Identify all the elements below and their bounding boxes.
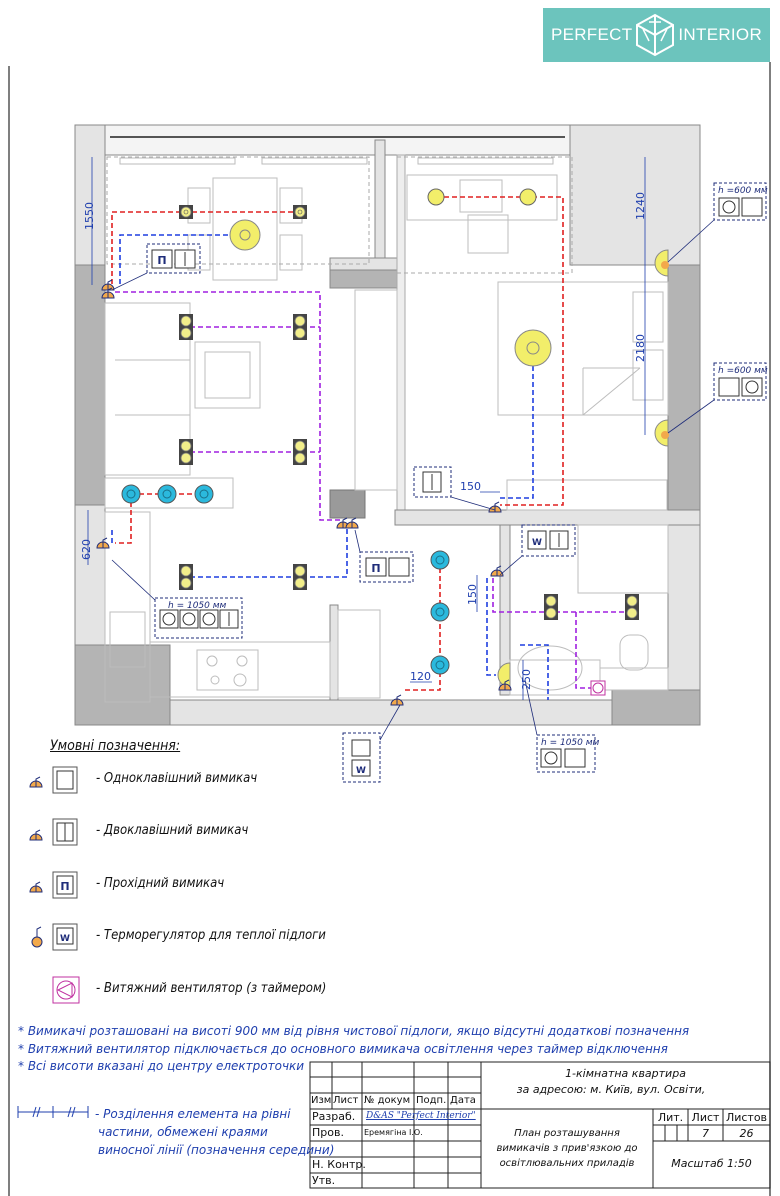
legend-thermostat: - Терморегулятор для теплої підлоги — [96, 928, 326, 943]
dimension-lines — [87, 157, 646, 700]
tb-row-label: Пров. — [312, 1126, 344, 1139]
radiators — [119, 157, 554, 165]
note-heights: * Всі висоти вказані до центру електрото… — [18, 1059, 305, 1073]
dim-120: 120 — [410, 670, 431, 683]
thermostat-icon — [31, 926, 43, 948]
brand-right: INTERIOR — [678, 25, 763, 44]
dim-150-bath: 150 — [466, 584, 479, 605]
leader-lines — [111, 219, 715, 741]
lamp-bedroom — [427, 188, 537, 206]
tb-sheet-title: План розташування вимикачів з прив'язкою… — [481, 1126, 653, 1171]
dim-150: 150 — [460, 480, 481, 493]
pass-switch-mark: П — [157, 254, 166, 267]
spot-light — [178, 204, 194, 220]
tb-header: Подп. — [416, 1095, 447, 1106]
tb-checker: Еремягіна І.О. — [364, 1128, 423, 1137]
legend-double-switch: - Двоклавішний вимикач — [96, 823, 249, 838]
dimension-labels: 1550 620 1240 2180 150 150 120 250 — [80, 192, 647, 690]
dim-2180: 2180 — [634, 334, 647, 362]
note-fan: * Витяжний вентилятор підключається до о… — [18, 1042, 668, 1056]
exhaust-fan-icon — [52, 976, 80, 1004]
light-fixtures — [121, 188, 669, 696]
chandelier-living — [229, 219, 261, 251]
pass-switch-icon — [29, 881, 43, 893]
tb-header: Лист — [333, 1095, 359, 1106]
brand-left: PERFECT — [550, 25, 633, 44]
legend-title: Умовні позначення: — [50, 738, 181, 754]
ceiling-outline — [106, 156, 573, 274]
dim-1240: 1240 — [634, 192, 647, 220]
tb-header: Изм — [311, 1095, 332, 1106]
legend-icons: П W — [29, 766, 80, 1004]
dim-620: 620 — [80, 539, 93, 560]
legend-exhaust-fan: - Витяжний вентилятор (з таймером) — [96, 981, 327, 996]
exhaust-fan-icon — [590, 680, 606, 696]
walls — [74, 124, 701, 726]
division-symbol — [17, 1106, 89, 1118]
tb-project-address: за адресою: м. Київ, вул. Освіти, — [516, 1083, 706, 1096]
pass-mark: П — [60, 880, 69, 893]
thermo-mark: W — [532, 538, 542, 548]
division-note-line: виносної лінії (позначення середини) — [98, 1143, 335, 1157]
tb-developer: D&AS "Perfect Interior" — [366, 1111, 476, 1121]
chandelier-bedroom — [514, 329, 552, 367]
tb-sheet-title-line: освітлювальних приладів — [499, 1158, 635, 1169]
tb-sheet-number: 7 — [702, 1127, 709, 1140]
note-switch-height: * Вимикачі розташовані на висоті 900 мм … — [18, 1024, 690, 1038]
brand-logo: PERFECT INTERIOR — [543, 8, 770, 62]
cube-logo-icon — [636, 13, 675, 57]
tb-scale: Масштаб 1:50 — [671, 1157, 752, 1170]
height-label: h = 1050 мм — [168, 601, 227, 611]
dim-250: 250 — [520, 669, 533, 690]
tb-sheet-title-line: вимикачів з прив'язкою до — [496, 1143, 638, 1154]
pass-switch-mark: П — [371, 562, 380, 575]
single-switch-icon — [29, 776, 43, 788]
tb-row-label: Разраб. — [312, 1110, 356, 1123]
legend-pass-switch: - Прохідний вимикач — [96, 876, 225, 891]
legend-single-switch: - Одноклавішний вимикач — [96, 771, 258, 786]
spot-light — [292, 204, 308, 220]
height-label: h =600 мм — [718, 366, 768, 376]
thermo-mark: W — [60, 934, 70, 944]
tb-project-title: 1-кімнатна квартира — [565, 1067, 686, 1080]
tb-header: Дата — [450, 1095, 476, 1106]
tb-sheets-label: Листов — [725, 1111, 768, 1124]
tb-sheets-total: 26 — [739, 1127, 754, 1140]
dim-1550: 1550 — [83, 202, 96, 230]
division-note-line: частини, обмежені краями — [98, 1125, 268, 1139]
tb-row-label: Н. Контр. — [312, 1158, 366, 1171]
tb-header: № докум — [364, 1095, 411, 1106]
tb-sheet-label: Лист — [691, 1111, 720, 1124]
double-switch-icon — [29, 829, 43, 841]
thermo-mark: W — [356, 766, 366, 776]
callouts — [146, 182, 767, 783]
switch-plates — [151, 197, 763, 777]
height-label: h = 1050 мм — [541, 738, 600, 748]
division-note: - Розділення елемента на рівні частини, … — [95, 1105, 334, 1159]
tb-row-label: Утв. — [312, 1174, 336, 1187]
tb-sheet-title-line: План розташування — [514, 1128, 620, 1139]
switch-symbols — [96, 261, 669, 706]
division-note-line: - Розділення елемента на рівні — [95, 1107, 291, 1121]
title-block-grid — [309, 1061, 771, 1189]
tb-lit-label: Лит. — [657, 1111, 684, 1124]
wiring — [111, 196, 632, 700]
height-label: h =600 мм — [718, 186, 768, 196]
